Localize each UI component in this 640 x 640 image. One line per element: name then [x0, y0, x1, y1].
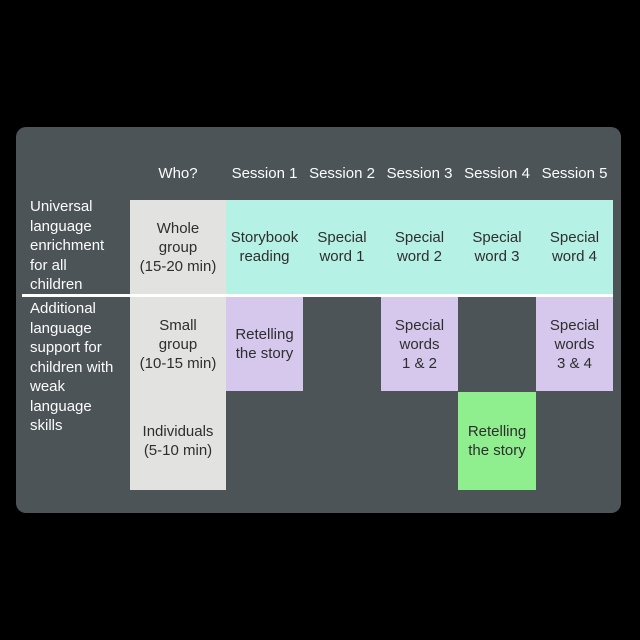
- column-header-session-2: Session 2: [309, 164, 375, 182]
- section-label-universal: Universal language enrichment for all ch…: [30, 198, 105, 293]
- universal-cell-session-3: Special word 2: [394, 229, 445, 265]
- small-group-cell-session-5: Special words 3 & 4: [536, 297, 613, 391]
- small-group-cell-session-3: Special words 1 & 2: [381, 297, 458, 391]
- universal-cell-session-5: Special word 4: [549, 229, 600, 265]
- column-header-who: Who?: [158, 164, 198, 182]
- universal-enrichment-band: [226, 200, 613, 294]
- who-cell-small-group: Small group (10-15 min): [139, 316, 217, 372]
- universal-cell-session-4: Special word 3: [472, 229, 522, 265]
- who-column-background: [130, 200, 226, 490]
- section-divider-line: [22, 294, 613, 297]
- small-group-cell-session-1: Retelling the story: [226, 297, 303, 391]
- universal-cell-session-2: Special word 1: [317, 229, 367, 265]
- column-header-session-4: Session 4: [464, 164, 530, 182]
- section-label-additional: Additional language support for children…: [30, 300, 114, 434]
- universal-cell-session-1: Storybook reading: [230, 229, 299, 265]
- column-header-session-1: Session 1: [231, 164, 298, 182]
- column-header-session-5: Session 5: [541, 164, 608, 182]
- individuals-cell-session-4: Retelling the story: [458, 392, 536, 490]
- column-header-session-3: Session 3: [386, 164, 453, 182]
- who-cell-individuals: Individuals (5-10 min): [142, 423, 214, 459]
- schedule-table-card: Who? Session 1 Session 2 Session 3 Sessi…: [16, 127, 621, 513]
- who-cell-whole-group: Whole group (15-20 min): [139, 219, 217, 275]
